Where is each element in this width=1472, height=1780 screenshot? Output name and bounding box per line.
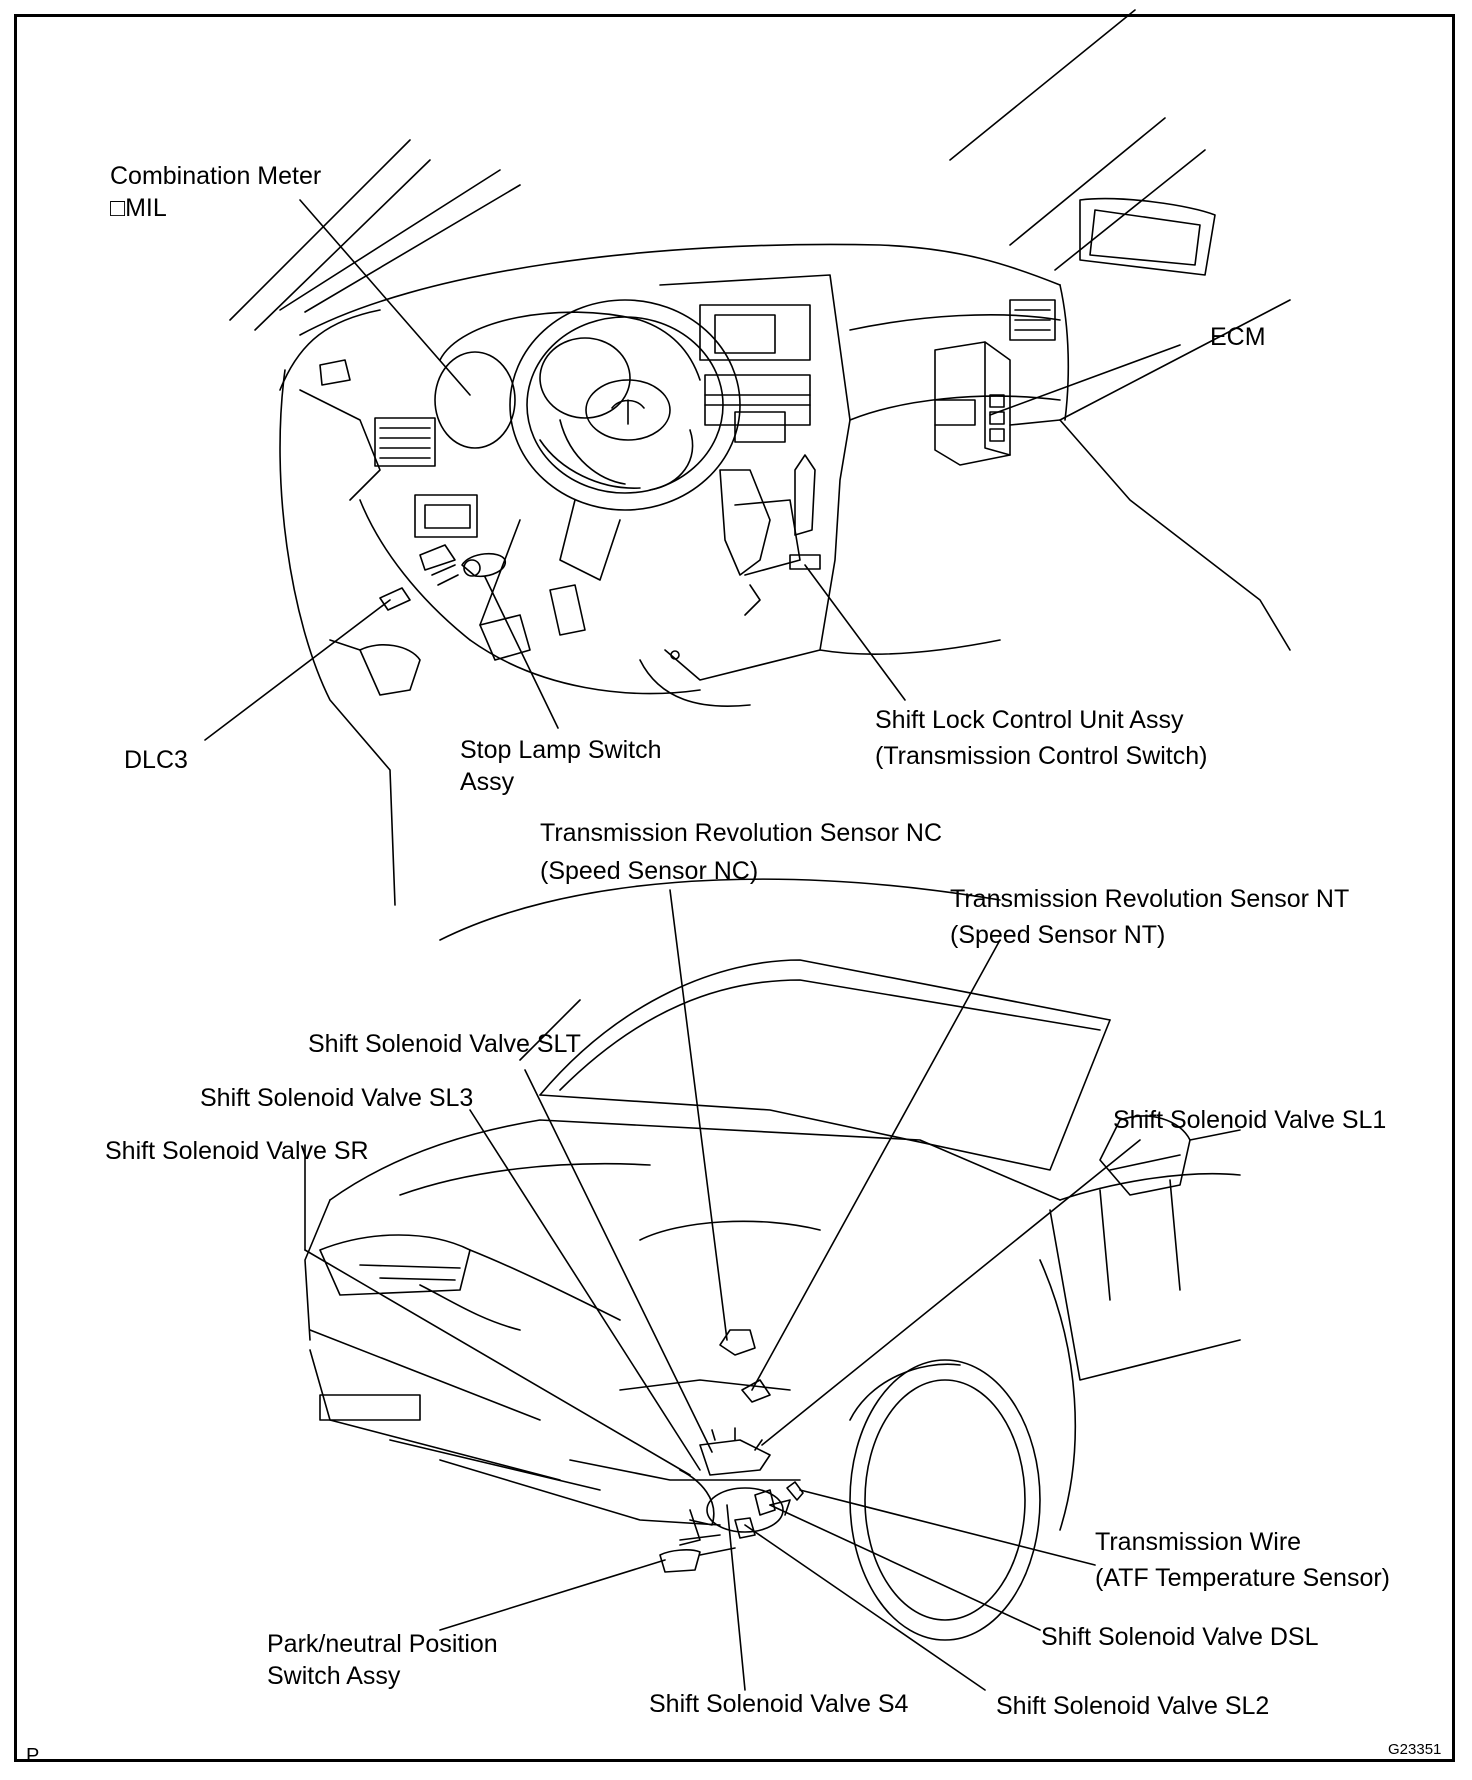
label-mil: □MIL xyxy=(110,194,167,222)
label-stop-lamp-switch-line2: Assy xyxy=(460,768,515,796)
figure-frame xyxy=(14,14,1455,1762)
label-transmission-wire-line2: (ATF Temperature Sensor) xyxy=(1095,1564,1391,1592)
leader-lines xyxy=(204,199,1181,1691)
footer-page-marker: P xyxy=(26,1745,40,1767)
label-revolution-sensor-nc-line1: Transmission Revolution Sensor NC xyxy=(540,819,943,847)
footer-figure-code: G23351 xyxy=(1388,1741,1442,1758)
label-revolution-sensor-nt-line2: (Speed Sensor NT) xyxy=(950,921,1166,949)
label-combination-meter: Combination Meter xyxy=(110,162,322,190)
label-solenoid-s4: Shift Solenoid Valve S4 xyxy=(649,1690,909,1718)
label-solenoid-slt: Shift Solenoid Valve SLT xyxy=(308,1030,581,1058)
label-park-neutral-switch-line1: Park/neutral Position xyxy=(267,1630,498,1658)
label-solenoid-sr: Shift Solenoid Valve SR xyxy=(105,1137,369,1165)
label-shift-lock-control-unit-line2: (Transmission Control Switch) xyxy=(875,742,1208,770)
label-dlc3: DLC3 xyxy=(124,746,188,774)
label-revolution-sensor-nc-line2: (Speed Sensor NC) xyxy=(540,857,759,885)
vehicle-drawing xyxy=(304,878,1241,1641)
label-solenoid-sl2: Shift Solenoid Valve SL2 xyxy=(996,1692,1270,1720)
label-transmission-wire-line1: Transmission Wire xyxy=(1095,1528,1302,1556)
label-shift-lock-control-unit-line1: Shift Lock Control Unit Assy xyxy=(875,706,1184,734)
label-stop-lamp-switch-line1: Stop Lamp Switch xyxy=(460,736,662,764)
label-park-neutral-switch-line2: Switch Assy xyxy=(267,1662,401,1690)
label-ecm: ECM xyxy=(1210,323,1266,351)
label-solenoid-dsl: Shift Solenoid Valve DSL xyxy=(1041,1623,1319,1651)
label-revolution-sensor-nt-line1: Transmission Revolution Sensor NT xyxy=(950,885,1350,913)
label-solenoid-sl1: Shift Solenoid Valve SL1 xyxy=(1113,1106,1387,1134)
label-solenoid-sl3: Shift Solenoid Valve SL3 xyxy=(200,1084,474,1112)
